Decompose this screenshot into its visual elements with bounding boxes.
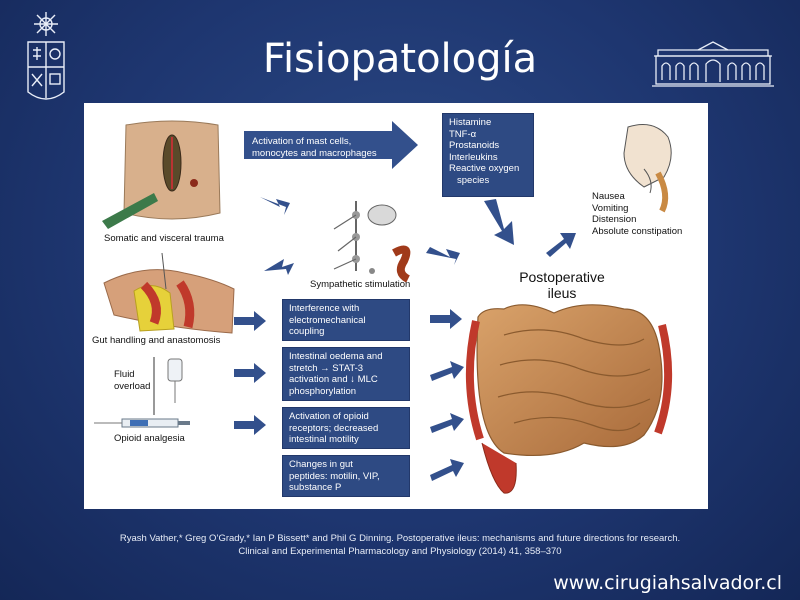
figure-illustrations: [94, 120, 673, 494]
arrow-box4: [430, 459, 464, 481]
symptom-item: Distension: [592, 214, 637, 225]
symptom-item: Absolute constipation: [592, 225, 683, 237]
mechanism-box-1: Interference with electromechanical coup…: [282, 299, 410, 341]
website-url: www.cirugiahsalvador.cl: [553, 572, 782, 594]
mechanism-line: Changes in gut: [289, 459, 353, 470]
arrow-handling: [234, 311, 266, 331]
mediator-item: Prostanoids: [449, 140, 500, 151]
arrow-opioid: [234, 415, 266, 435]
somatic-trauma-label: Somatic and visceral trauma: [104, 233, 224, 244]
activation-line: monocytes and macrophages: [252, 147, 377, 159]
fluid-overload-line: overload: [114, 380, 151, 392]
mechanism-line: Activation of opioid: [289, 411, 369, 422]
sympathetic-stimulation-label: Sympathetic stimulation: [310, 279, 411, 290]
citation: Ryash Vather,* Greg O’Grady,* Ian P Biss…: [0, 532, 800, 558]
activation-line: Activation of mast cells,: [252, 136, 352, 147]
mechanism-line: activation and ↓ MLC: [289, 374, 378, 385]
mechanism-line: Intestinal oedema and: [289, 351, 383, 362]
citation-line: Clinical and Experimental Pharmacology a…: [238, 546, 562, 557]
gut-handling-illustration: [103, 252, 235, 334]
mediator-item: species: [457, 174, 490, 186]
mechanism-line: substance P: [289, 482, 342, 493]
mechanism-line: Interference with: [289, 303, 360, 314]
mechanism-box-3: Activation of opioid receptors; decrease…: [282, 407, 410, 449]
iv-fluid-bag-illustration: [153, 357, 183, 415]
mediator-item: Histamine: [449, 117, 492, 128]
mechanism-box-2: Intestinal oedema and stretch → STAT-3 a…: [282, 347, 410, 401]
mechanism-line: stretch → STAT-3: [289, 362, 364, 374]
arrow-fluid: [234, 363, 266, 383]
symptoms-list: Nausea Vomiting Distension Absolute cons…: [592, 191, 682, 237]
arrow-box2: [430, 361, 464, 381]
activation-arrow: [244, 121, 418, 169]
gut-handling-label: Gut handling and anastomosis: [92, 335, 221, 346]
arrow-ileus-to-symptoms: [546, 233, 576, 257]
postoperative-ileus-line: ileus: [547, 285, 577, 301]
symptom-item: Nausea: [592, 191, 625, 202]
arrow-handling-to-sympathetic: [264, 259, 294, 275]
mechanism-line: peptides: motilin, VIP,: [289, 470, 380, 482]
abdomen-incision-illustration: [102, 120, 221, 229]
flow-arrows: [234, 121, 576, 481]
syringe-illustration: [94, 418, 190, 428]
nauseous-patient-illustration: [623, 124, 672, 213]
citation-line: Ryash Vather,* Greg O’Grady,* Ian P Biss…: [119, 533, 681, 544]
fluid-overload-label: Fluid overload: [114, 369, 150, 392]
postoperative-ileus-line: Postoperative: [519, 269, 605, 285]
mediators-box: Histamine TNF-α Prostanoids Interleukins…: [442, 113, 534, 197]
fluid-overload-line: Fluid: [114, 369, 135, 380]
intestines-illustration: [465, 304, 673, 494]
mediator-item: Interleukins: [449, 151, 498, 163]
activation-box: Activation of mast cells, monocytes and …: [246, 133, 392, 165]
symptom-item: Vomiting: [592, 202, 629, 214]
opioid-analgesia-label: Opioid analgesia: [114, 433, 185, 444]
sympathetic-chain-illustration: [333, 201, 411, 283]
mediator-item: TNF-α: [449, 128, 477, 140]
arrow-box3: [430, 413, 464, 433]
mechanism-line: receptors; decreased: [289, 422, 379, 434]
slide-title: Fisiopatología: [262, 36, 538, 82]
arrow-sympathetic-to-ileus: [426, 247, 460, 265]
mechanism-line: electromechanical: [289, 314, 366, 326]
pathophysiology-figure: Activation of mast cells, monocytes and …: [84, 103, 708, 509]
university-building-icon: [652, 40, 774, 90]
arrow-box1: [430, 309, 462, 329]
mechanism-line: phosphorylation: [289, 385, 357, 397]
arrow-trauma-to-sympathetic: [260, 197, 290, 215]
arrow-mediators-to-ileus: [484, 199, 514, 245]
mechanism-line: intestinal motility: [289, 434, 359, 445]
mechanism-box-4: Changes in gut peptides: motilin, VIP, s…: [282, 455, 410, 497]
mechanism-line: coupling: [289, 326, 325, 337]
mediator-item: Reactive oxygen: [449, 163, 520, 174]
university-crest-icon: [16, 10, 76, 110]
postoperative-ileus-label: Postoperative ileus: [502, 269, 622, 301]
